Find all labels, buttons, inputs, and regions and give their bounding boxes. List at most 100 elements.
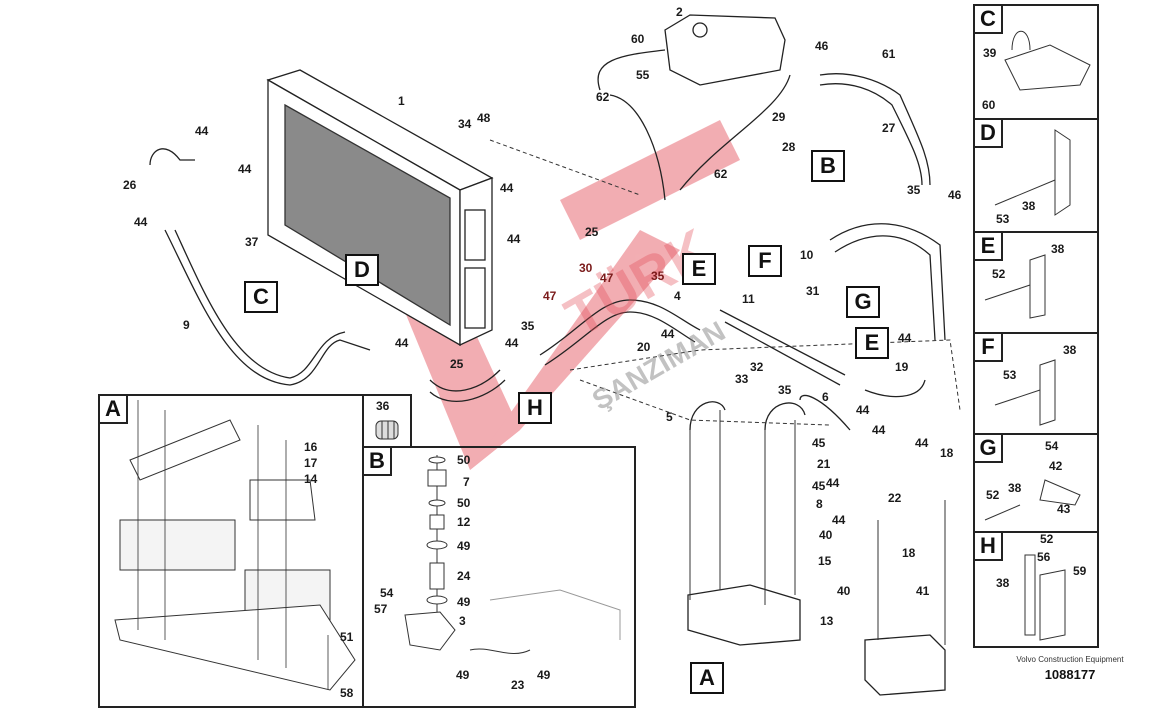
panel-h-label: H bbox=[975, 533, 1003, 561]
callout-6: 6 bbox=[822, 390, 829, 404]
view-flag-g[interactable]: G bbox=[846, 286, 880, 318]
view-flag-a[interactable]: A bbox=[690, 662, 724, 694]
oil-coolers bbox=[687, 401, 946, 696]
view-flag-f[interactable]: F bbox=[748, 245, 782, 277]
callout-30: 30 bbox=[579, 261, 593, 275]
panel-b-callout-57: 57 bbox=[374, 602, 388, 616]
detail-b-art bbox=[404, 455, 621, 654]
callout-19: 19 bbox=[895, 360, 909, 374]
callout-44-m: 44 bbox=[826, 476, 840, 490]
panel-e-callout-52: 52 bbox=[992, 267, 1006, 281]
detail-panel-a: A bbox=[98, 394, 364, 708]
panel-b-callout-49-d: 49 bbox=[537, 668, 551, 682]
callout-15: 15 bbox=[818, 554, 832, 568]
callout-27: 27 bbox=[882, 121, 896, 135]
callout-2: 2 bbox=[676, 5, 683, 19]
drawing-number: 1088177 bbox=[1044, 667, 1096, 682]
panel-g-label: G bbox=[975, 435, 1003, 463]
callout-44-l: 44 bbox=[915, 436, 929, 450]
panel-h-callout-38: 38 bbox=[996, 576, 1010, 590]
callout-37: 37 bbox=[245, 235, 259, 249]
detail-panel-f: F bbox=[973, 332, 1099, 435]
callout-44-b: 44 bbox=[238, 162, 252, 176]
callout-22-a: 22 bbox=[888, 491, 902, 505]
callout-44-g: 44 bbox=[505, 336, 519, 350]
panel-g-callout-43: 43 bbox=[1057, 502, 1071, 516]
view-flag-b[interactable]: B bbox=[811, 150, 845, 182]
callout-20: 20 bbox=[637, 340, 651, 354]
drawing-footer: Volvo Construction Equipment 1088177 bbox=[975, 655, 1164, 682]
expansion-tank bbox=[664, 14, 786, 86]
panel-b-callout-50-bottom: 50 bbox=[457, 496, 471, 510]
callout-41: 41 bbox=[916, 584, 930, 598]
view-flag-e-2[interactable]: E bbox=[855, 327, 889, 359]
panel-a-callout-51: 51 bbox=[340, 630, 354, 644]
panel-b-callout-24: 24 bbox=[457, 569, 471, 583]
panel-b-callout-49-c: 49 bbox=[456, 668, 470, 682]
view-flag-d[interactable]: D bbox=[345, 254, 379, 286]
callout-44-e: 44 bbox=[507, 232, 521, 246]
panel-f-label: F bbox=[975, 334, 1003, 362]
callout-32: 32 bbox=[750, 360, 764, 374]
panel-g-callout-42: 42 bbox=[1049, 459, 1063, 473]
callout-40-b: 40 bbox=[837, 584, 851, 598]
callout-8: 8 bbox=[816, 497, 823, 511]
panel-d-callout-53: 53 bbox=[996, 212, 1010, 226]
panel-h-callout-56: 56 bbox=[1037, 550, 1051, 564]
panel-c-label: C bbox=[975, 6, 1003, 34]
callout-62-b: 62 bbox=[714, 167, 728, 181]
detail-panel-b: B bbox=[362, 446, 636, 708]
view-flag-c[interactable]: C bbox=[244, 281, 278, 313]
dashed-guides bbox=[489, 139, 961, 426]
callout-55: 55 bbox=[636, 68, 650, 82]
callout-44-d: 44 bbox=[500, 181, 514, 195]
panel-b-callout-7: 7 bbox=[463, 475, 470, 489]
callout-9: 9 bbox=[183, 318, 190, 332]
callout-18-mid: 18 bbox=[902, 546, 916, 560]
callout-60: 60 bbox=[631, 32, 645, 46]
callout-44-n: 44 bbox=[832, 513, 846, 527]
panel-a-callout-17: 17 bbox=[304, 456, 318, 470]
detail-a-art bbox=[114, 400, 356, 691]
radiator bbox=[266, 69, 494, 347]
callout-31: 31 bbox=[806, 284, 820, 298]
panel-g-callout-38: 38 bbox=[1008, 481, 1022, 495]
panel-d-callout-38: 38 bbox=[1022, 199, 1036, 213]
panel-h-callout-59: 59 bbox=[1073, 564, 1087, 578]
hoses bbox=[149, 49, 946, 431]
callout-5: 5 bbox=[666, 410, 673, 424]
callout-34: 34 bbox=[458, 117, 472, 131]
callout-40-a: 40 bbox=[819, 528, 833, 542]
callout-35-a: 35 bbox=[651, 269, 665, 283]
callout-4: 4 bbox=[674, 289, 681, 303]
callout-18-top: 18 bbox=[940, 446, 954, 460]
callout-44-k: 44 bbox=[872, 423, 886, 437]
callout-10: 10 bbox=[800, 248, 814, 262]
view-flag-h[interactable]: H bbox=[518, 392, 552, 424]
callout-1: 1 bbox=[398, 94, 405, 108]
callout-35-c: 35 bbox=[778, 383, 792, 397]
panel-f-callout-38: 38 bbox=[1063, 343, 1077, 357]
callout-44-h: 44 bbox=[661, 327, 675, 341]
stack-lines bbox=[689, 410, 946, 645]
side-panels-art bbox=[984, 30, 1091, 641]
view-flag-e-1[interactable]: E bbox=[682, 253, 716, 285]
detail-panel-e: E bbox=[973, 231, 1099, 334]
callout-47-a: 47 bbox=[543, 289, 557, 303]
panel-b-callout-49-a: 49 bbox=[457, 539, 471, 553]
callout-35-d: 35 bbox=[907, 183, 921, 197]
callout-46-b: 46 bbox=[948, 188, 962, 202]
panel-b-label: B bbox=[364, 448, 392, 476]
panel-b-callout-12: 12 bbox=[457, 515, 471, 529]
detail-panel-d: D bbox=[973, 118, 1099, 233]
panel-c-callout-39: 39 bbox=[983, 46, 997, 60]
panel-d-label: D bbox=[975, 120, 1003, 148]
callout-13: 13 bbox=[820, 614, 834, 628]
callout-36: 36 bbox=[376, 399, 390, 413]
callout-44-j: 44 bbox=[898, 331, 912, 345]
callout-47-b: 47 bbox=[600, 271, 614, 285]
panel-b-callout-54: 54 bbox=[380, 586, 394, 600]
panel-a-label: A bbox=[100, 396, 128, 424]
